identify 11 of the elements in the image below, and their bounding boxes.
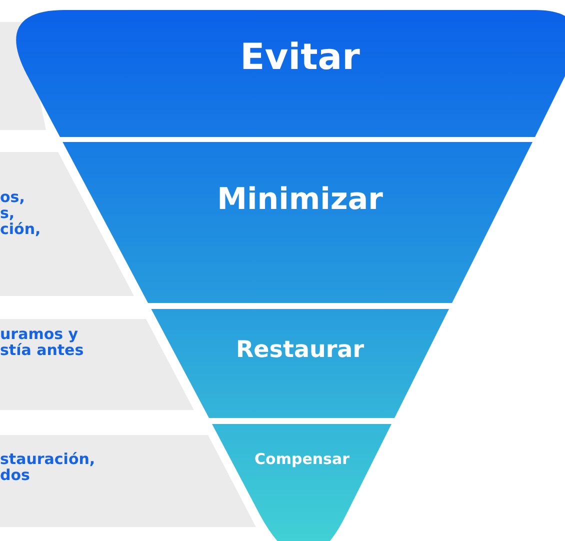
band-text: os,: [0, 189, 25, 205]
band-text: uramos y: [0, 326, 78, 342]
level-label: Evitar: [240, 40, 360, 76]
level-label: Compensar: [254, 452, 350, 466]
band-text: dos: [0, 467, 30, 483]
band-text: stauración,: [0, 451, 96, 467]
level-label: Restaurar: [236, 338, 364, 362]
level-label: Minimizar: [217, 185, 383, 215]
band-text: stía antes: [0, 342, 84, 358]
band-text: s,: [0, 205, 15, 221]
band-text: ción,: [0, 221, 41, 237]
